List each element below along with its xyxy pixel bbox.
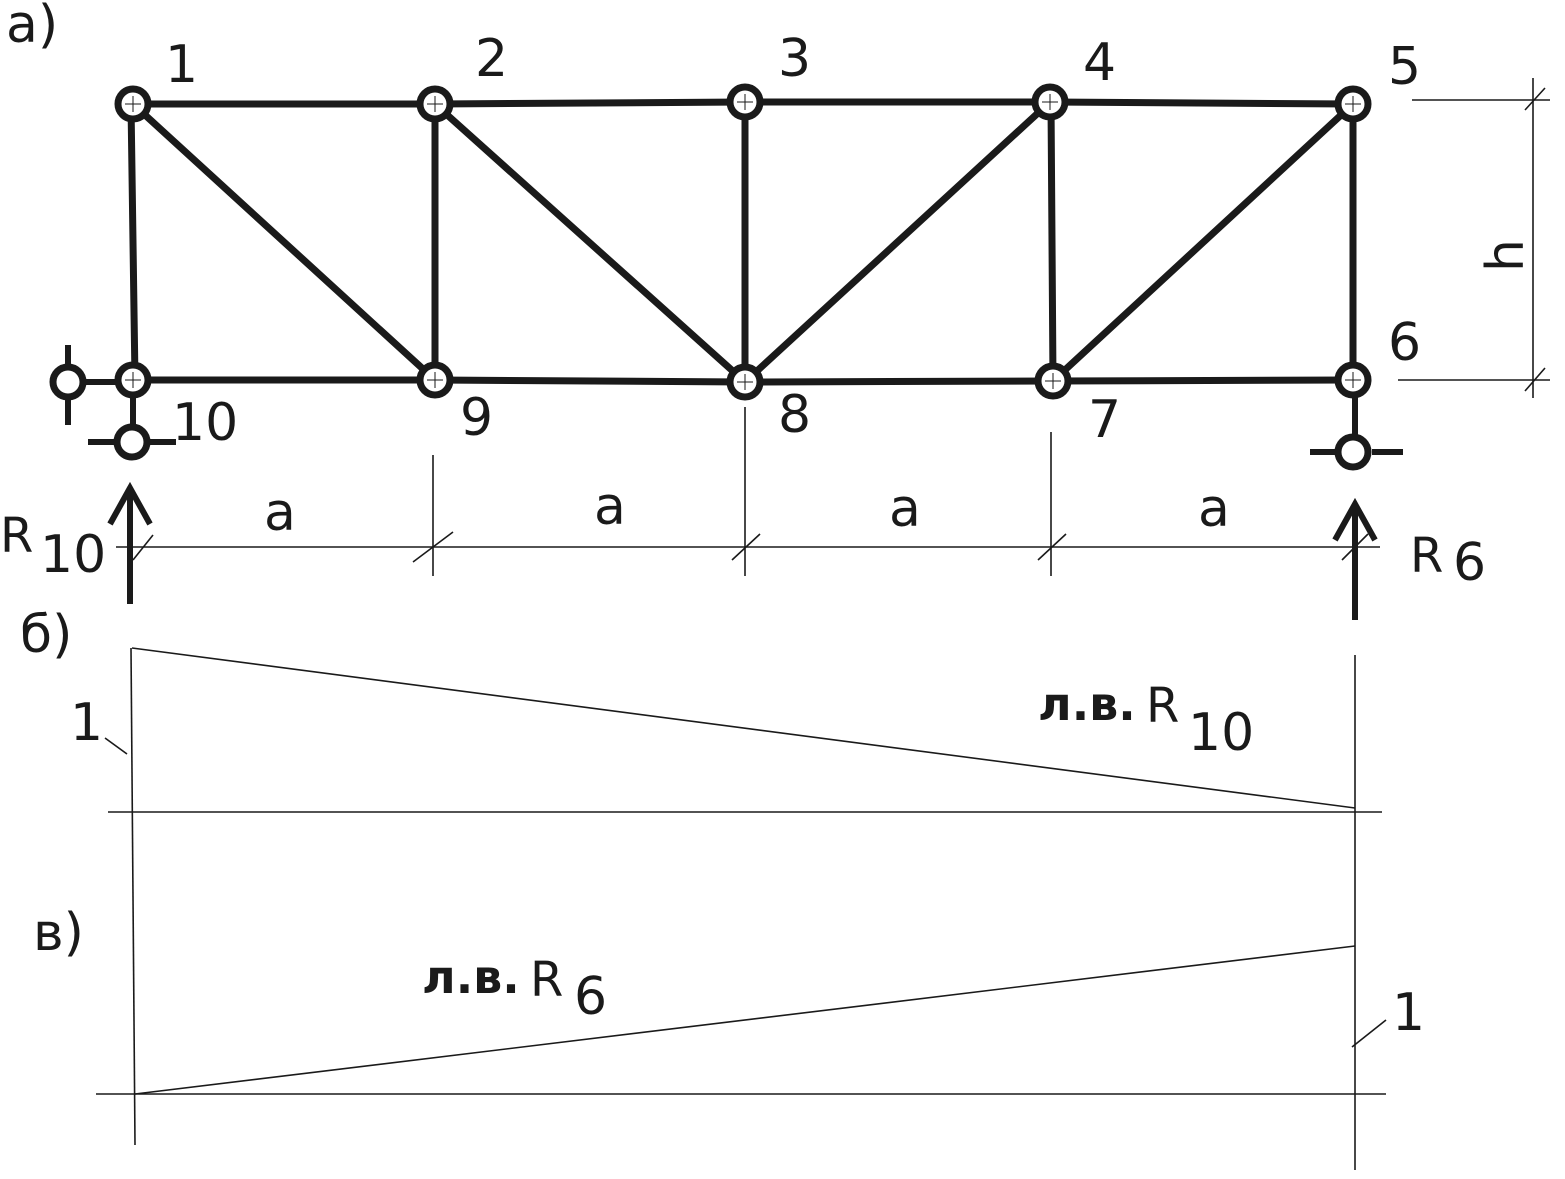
reaction-left-symbol: R [0, 508, 33, 564]
left-support-hinge-horizontal [49, 363, 87, 401]
vertical-1-10 [127, 100, 139, 384]
node-label-2: 2 [475, 29, 508, 89]
node-label-10: 10 [172, 393, 238, 453]
part-label-c: в) [33, 903, 84, 963]
truss-members [127, 98, 1357, 386]
r10-label-index: 10 [1188, 703, 1254, 763]
bottom-chord-9-8 [431, 376, 749, 386]
node-label-3: 3 [778, 29, 811, 89]
span-label-1: a [264, 483, 296, 543]
node-label-4: 4 [1083, 33, 1116, 93]
span-label-3: a [889, 479, 921, 539]
diagonal-1-9 [129, 100, 439, 384]
r6-label-symbol: R [530, 952, 563, 1008]
left-reference-line [130, 647, 136, 1146]
span-dimension: a a a a [116, 407, 1380, 576]
r6-ordinate-label: 1 [1392, 983, 1425, 1043]
left-support [49, 345, 176, 461]
truss-joints [114, 83, 1372, 401]
right-support-hinge [1334, 433, 1372, 471]
r10-influence-line [131, 647, 1356, 809]
top-chord-2-3 [431, 98, 749, 108]
r10-label-symbol: R [1146, 678, 1179, 734]
r10-label-prefix: л.в. [1038, 677, 1136, 731]
span-label-2: a [594, 477, 626, 537]
reaction-left-index: 10 [40, 525, 106, 585]
bottom-chord-8-7 [741, 377, 1057, 386]
span-label-4: a [1198, 479, 1230, 539]
influence-line-r6: 1 л.в. R 6 [96, 945, 1425, 1095]
influence-line-r10: 1 л.в. R 10 [70, 647, 1382, 813]
node-label-8: 8 [778, 385, 811, 445]
node-label-6: 6 [1388, 313, 1421, 373]
height-dimension: h [1398, 78, 1550, 398]
top-chord-4-5 [1046, 98, 1357, 108]
node-label-9: 9 [460, 388, 493, 448]
diagonal-8-4 [741, 98, 1054, 386]
part-label-b: б) [20, 605, 72, 665]
reaction-right: R 6 [1332, 497, 1486, 620]
node-label-7: 7 [1088, 390, 1121, 450]
node-label-5: 5 [1388, 37, 1421, 97]
height-label: h [1476, 239, 1536, 272]
r10-ordinate-label: 1 [70, 693, 103, 753]
diagonal-2-8 [431, 100, 749, 386]
reaction-right-index: 6 [1453, 533, 1486, 593]
part-label-a: а) [6, 0, 58, 55]
vertical-4-7 [1047, 98, 1057, 385]
reaction-left: R 10 [0, 481, 153, 604]
diagonal-7-5 [1049, 100, 1357, 385]
right-support [1310, 380, 1403, 471]
left-support-hinge-vertical [113, 423, 151, 461]
node-label-1: 1 [165, 35, 198, 95]
r6-label-index: 6 [574, 967, 607, 1027]
reaction-right-symbol: R [1410, 528, 1443, 584]
bottom-chord-7-6 [1049, 376, 1357, 385]
r6-influence-line [134, 945, 1356, 1095]
r6-label-prefix: л.в. [422, 950, 520, 1004]
